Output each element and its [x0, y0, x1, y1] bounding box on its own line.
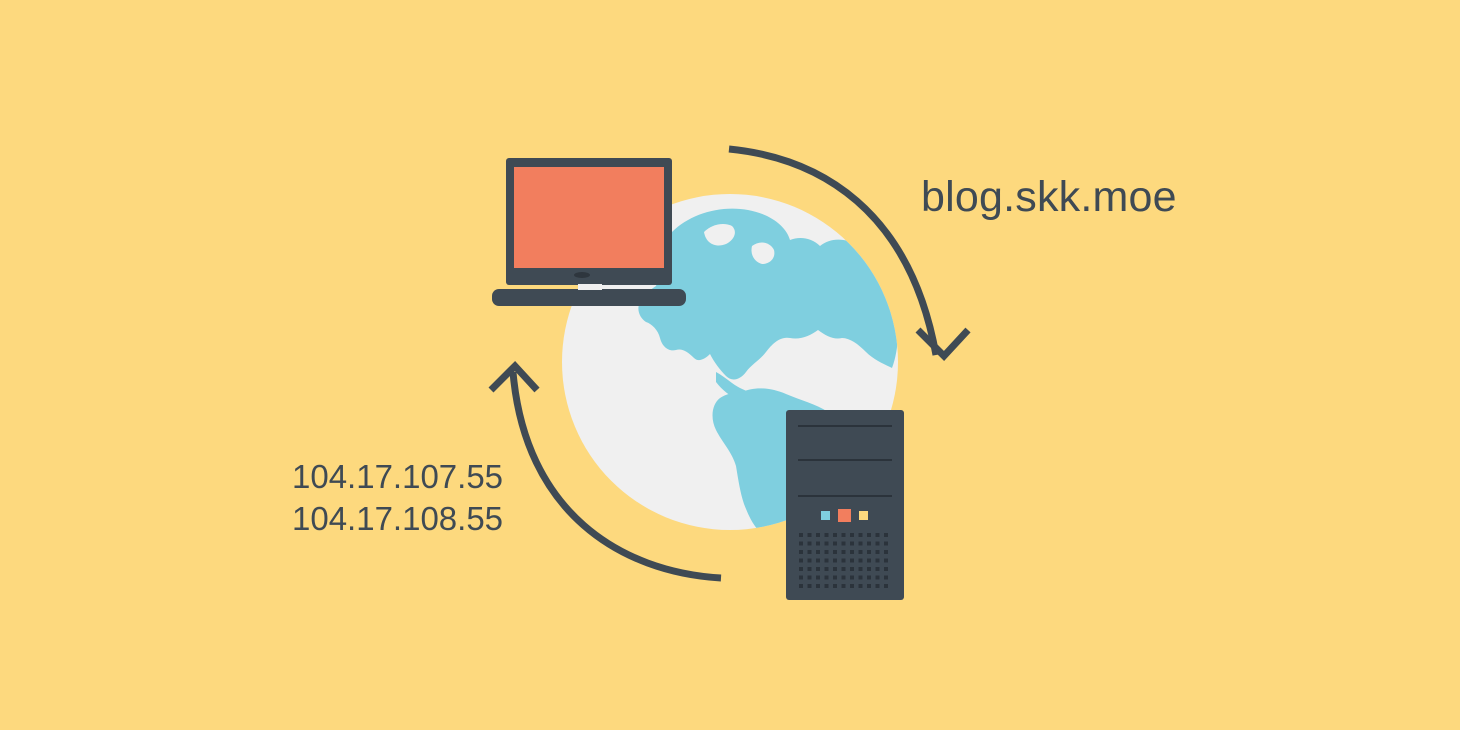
vent-hole	[807, 550, 812, 554]
vent-hole	[884, 575, 888, 580]
led-orange	[838, 509, 851, 522]
server-icon	[786, 410, 904, 600]
vent-hole	[799, 575, 803, 580]
vent-hole	[867, 567, 871, 571]
vent-hole	[884, 567, 888, 571]
vent-hole	[841, 558, 846, 563]
vent-hole	[850, 567, 854, 571]
vent-hole	[841, 541, 846, 546]
vent-hole	[807, 567, 812, 571]
vent-hole	[799, 550, 803, 554]
vent-hole	[824, 533, 829, 537]
vent-hole	[875, 541, 880, 546]
ip-address: 104.17.107.55	[292, 458, 504, 495]
vent-hole	[884, 558, 888, 563]
vent-hole	[824, 550, 829, 554]
led-yellow	[859, 511, 868, 520]
vent-hole	[841, 567, 846, 571]
vent-hole	[858, 567, 863, 571]
vent-hole	[816, 541, 820, 546]
vent-hole	[807, 541, 812, 546]
vent-hole	[816, 575, 820, 580]
vent-hole	[816, 567, 820, 571]
vent-hole	[816, 584, 820, 588]
vent-hole	[807, 575, 812, 580]
vent-hole	[875, 567, 880, 571]
vent-hole	[850, 558, 854, 563]
vent-hole	[875, 558, 880, 563]
vent-hole	[875, 575, 880, 580]
vent-hole	[841, 533, 846, 537]
vent-hole	[858, 541, 863, 546]
vent-hole	[807, 533, 812, 537]
vent-hole	[824, 575, 829, 580]
vent-hole	[841, 575, 846, 580]
vent-hole	[833, 567, 837, 571]
vent-hole	[807, 584, 812, 588]
vent-hole	[799, 558, 803, 563]
ip-address-list: 104.17.107.55 104.17.108.55	[292, 456, 503, 540]
vent-hole	[867, 541, 871, 546]
vent-hole	[884, 541, 888, 546]
request-arrow-icon	[728, 145, 971, 362]
vent-hole	[833, 575, 837, 580]
vent-hole	[884, 584, 888, 588]
vent-hole	[799, 584, 803, 588]
vent-hole	[858, 575, 863, 580]
vent-hole	[833, 584, 837, 588]
vent-hole	[816, 533, 820, 537]
vent-hole	[824, 558, 829, 563]
vent-hole	[850, 550, 854, 554]
vent-hole	[833, 541, 837, 546]
vent-hole	[884, 550, 888, 554]
vent-hole	[833, 550, 837, 554]
laptop-icon	[492, 158, 686, 306]
vent-hole	[824, 541, 829, 546]
led-blue	[821, 511, 830, 520]
vent-hole	[799, 533, 803, 537]
vent-hole	[858, 584, 863, 588]
vent-hole	[867, 558, 871, 563]
vent-hole	[884, 533, 888, 537]
domain-name-label: blog.skk.moe	[921, 173, 1177, 221]
vent-hole	[875, 550, 880, 554]
server-vent-grid	[799, 533, 888, 588]
vent-hole	[875, 533, 880, 537]
vent-hole	[867, 550, 871, 554]
vent-hole	[833, 558, 837, 563]
vent-hole	[841, 550, 846, 554]
vent-hole	[867, 533, 871, 537]
ip-address: 104.17.108.55	[292, 500, 504, 537]
vent-hole	[799, 541, 803, 546]
vent-hole	[807, 558, 812, 563]
vent-hole	[850, 575, 854, 580]
vent-hole	[858, 550, 863, 554]
vent-hole	[875, 584, 880, 588]
vent-hole	[824, 567, 829, 571]
vent-hole	[867, 584, 871, 588]
vent-hole	[858, 533, 863, 537]
vent-hole	[850, 541, 854, 546]
vent-hole	[850, 533, 854, 537]
vent-hole	[850, 584, 854, 588]
response-arrow-icon	[488, 360, 722, 582]
vent-hole	[858, 558, 863, 563]
vent-hole	[841, 584, 846, 588]
vent-hole	[799, 567, 803, 571]
vent-hole	[816, 550, 820, 554]
vent-hole	[867, 575, 871, 580]
vent-hole	[824, 584, 829, 588]
vent-hole	[816, 558, 820, 563]
vent-hole	[833, 533, 837, 537]
